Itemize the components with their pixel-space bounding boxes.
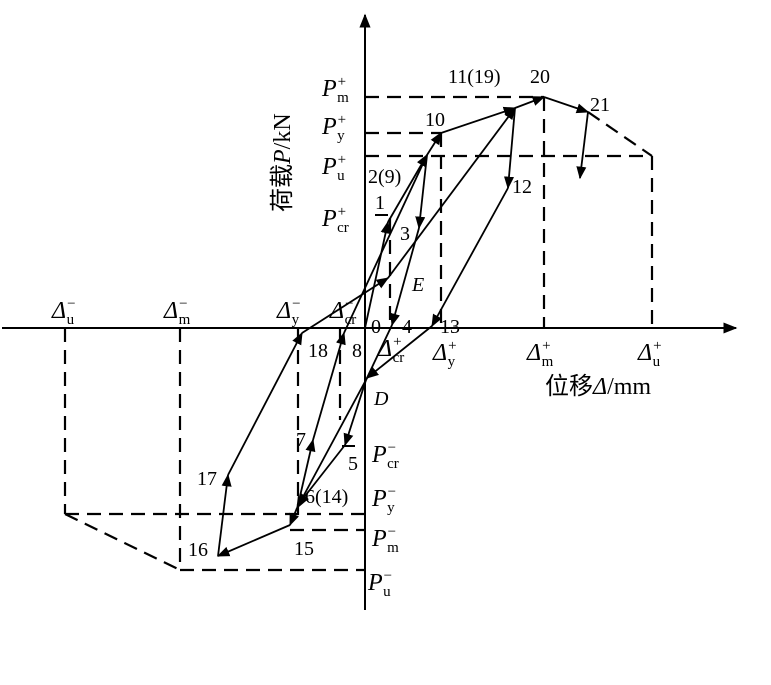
label-pm-neg: P−m bbox=[371, 524, 399, 556]
loading-path-segment bbox=[227, 331, 303, 476]
x-label-unit: /mm bbox=[607, 374, 651, 400]
point-label: 10 bbox=[425, 109, 445, 131]
point-label: 13 bbox=[440, 316, 460, 338]
label-pu-neg: P−u bbox=[367, 568, 392, 600]
point-label: 12 bbox=[512, 176, 532, 198]
loading-path-segment bbox=[296, 377, 368, 510]
point-label: 21 bbox=[590, 94, 610, 116]
loading-path-segment bbox=[440, 106, 517, 134]
loading-path-segment bbox=[289, 507, 299, 527]
loading-path-segment bbox=[426, 131, 442, 156]
reference-dashed-lines bbox=[63, 95, 654, 572]
loading-path-segment bbox=[576, 111, 589, 180]
point-label: 4 bbox=[402, 316, 412, 338]
dashed-reference-line bbox=[587, 111, 653, 157]
loading-path-segment bbox=[387, 106, 516, 279]
label-pu-pos: P+u bbox=[321, 152, 346, 184]
point-label: 8 bbox=[352, 340, 362, 362]
label-du-neg: Δ−u bbox=[51, 296, 76, 328]
loading-path-segment bbox=[301, 277, 390, 334]
point-label: 1 bbox=[375, 192, 385, 214]
point-label: 6(14) bbox=[305, 486, 348, 508]
point-label: 5 bbox=[348, 453, 358, 475]
point-label: 0 bbox=[371, 316, 381, 338]
point-label-e: E bbox=[411, 274, 424, 296]
loading-path-segment bbox=[343, 379, 367, 447]
label-dm-pos: Δ+m bbox=[526, 338, 554, 370]
label-pm-pos: P+m bbox=[321, 74, 349, 106]
point-label: 20 bbox=[530, 66, 550, 88]
label-dcr-neg: Δ−cr bbox=[329, 296, 356, 328]
y-axis-label: 荷载P/kN bbox=[269, 113, 296, 212]
point-label: 18 bbox=[308, 340, 328, 362]
loading-path-segment bbox=[431, 187, 509, 328]
point-label: 2(9) bbox=[368, 166, 401, 188]
x-label-var: Δ bbox=[592, 374, 607, 400]
point-label: 7 bbox=[296, 429, 306, 451]
point-label: 16 bbox=[188, 539, 208, 561]
loading-path-segment bbox=[312, 331, 346, 441]
y-label-var: P bbox=[270, 149, 296, 165]
dashed-reference-line bbox=[64, 513, 181, 571]
label-dcr-pos: Δ+cr bbox=[377, 334, 404, 366]
loading-path-segment bbox=[387, 153, 428, 223]
point-label: 15 bbox=[294, 538, 314, 560]
loading-path-segment bbox=[390, 227, 420, 327]
loading-path-segment bbox=[514, 96, 546, 109]
label-pcr-neg: P−cr bbox=[371, 440, 399, 472]
label-du-pos: Δ+u bbox=[637, 338, 662, 370]
point-label-d: D bbox=[373, 388, 389, 410]
label-dy-pos: Δ+y bbox=[432, 338, 457, 370]
label-py-pos: P+y bbox=[321, 112, 346, 144]
loading-path-segment bbox=[415, 154, 428, 230]
loading-path-segment bbox=[216, 524, 291, 557]
point-label: 17 bbox=[197, 468, 217, 490]
label-pcr-pos: P+cr bbox=[321, 204, 349, 236]
loading-path-segment bbox=[503, 107, 516, 190]
loading-path-segment bbox=[297, 444, 346, 506]
loading-path-segment bbox=[343, 154, 428, 334]
label-dm-neg: Δ−m bbox=[163, 296, 191, 328]
loading-path-segment bbox=[217, 473, 232, 557]
loading-path-segment bbox=[297, 438, 316, 506]
x-label-text: 位移 bbox=[545, 373, 593, 400]
loading-path bbox=[216, 96, 590, 557]
x-axis-label: 位移Δ/mm bbox=[545, 373, 651, 400]
y-label-text: 荷载 bbox=[269, 164, 296, 212]
loading-path-segment bbox=[364, 220, 391, 329]
label-dy-neg: Δ−y bbox=[276, 296, 301, 328]
y-label-unit: /kN bbox=[270, 113, 296, 149]
point-label: 3 bbox=[400, 223, 410, 245]
loading-path-segment bbox=[366, 325, 433, 379]
labels: P+mP+yP+uP+crP−crP−yP−mP−u Δ−u Δ−m Δ−y Δ−crΔ… bbox=[51, 66, 662, 600]
point-label: 11(19) bbox=[448, 66, 501, 88]
label-py-neg: P−y bbox=[371, 484, 396, 516]
loading-path-segment bbox=[543, 96, 590, 114]
